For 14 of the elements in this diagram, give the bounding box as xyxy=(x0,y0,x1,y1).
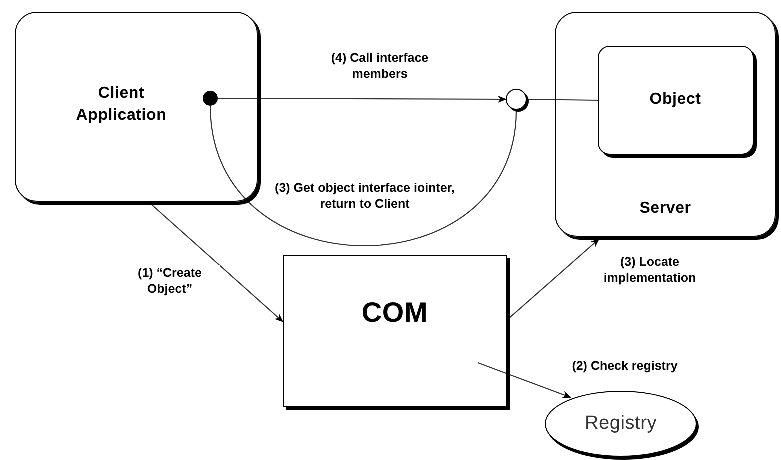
connector-line xyxy=(210,106,518,246)
interface-circle xyxy=(506,89,527,110)
process-box xyxy=(283,255,507,407)
node-label: Object xyxy=(650,90,702,110)
node-label: Server xyxy=(638,199,692,220)
arrow xyxy=(478,362,572,398)
arrow xyxy=(218,96,507,104)
node-label: Registry xyxy=(584,412,658,436)
node-label: COM xyxy=(362,296,428,330)
connector-line xyxy=(527,98,598,102)
rounded-box xyxy=(15,12,258,202)
connector-dot xyxy=(202,90,218,106)
node-label: Client Application xyxy=(75,84,168,126)
rounded-box xyxy=(555,12,776,237)
